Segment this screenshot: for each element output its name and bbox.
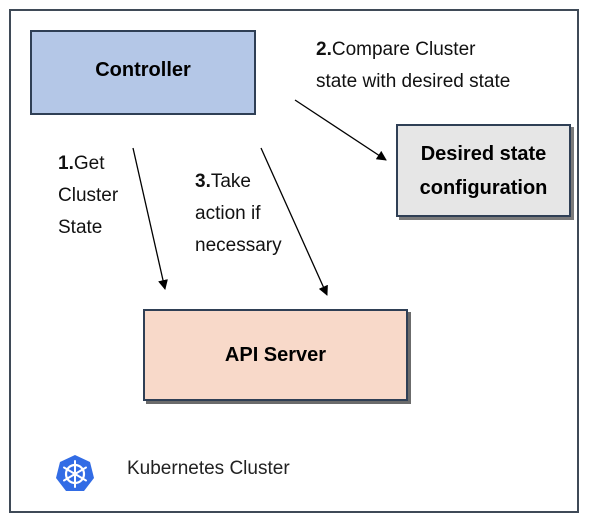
- step2-text-a: Compare Cluster: [331, 39, 476, 60]
- step3-label: 3.Take action if necessary: [195, 166, 315, 262]
- step1-number: 1.: [58, 153, 74, 174]
- arrow-get-cluster-state: [132, 147, 168, 290]
- step1-text-a: Get: [73, 153, 105, 174]
- step1-text-b: Cluster: [58, 185, 119, 206]
- step1-label: 1.Get Cluster State: [58, 148, 148, 244]
- controller-box: Controller: [30, 30, 256, 115]
- kubernetes-helm-icon: [56, 455, 94, 491]
- desired-state-box: Desired state configuration: [396, 124, 571, 217]
- step2-label: 2.Compare Cluster state with desired sta…: [316, 34, 576, 98]
- step2-number: 2.: [316, 39, 332, 60]
- api-server-label: API Server: [224, 343, 327, 366]
- arrow-take-action: [260, 147, 328, 296]
- desired-state-label-line2: configuration: [419, 176, 548, 199]
- step3-number: 3.: [195, 171, 211, 192]
- step1-text-c: State: [58, 217, 103, 238]
- step2-text-b: state with desired state: [316, 71, 511, 92]
- arrow-compare-state: [294, 99, 387, 161]
- controller-label: Controller: [95, 59, 191, 81]
- kubernetes-cluster-label: Kubernetes Cluster: [127, 458, 290, 479]
- desired-state-label-line1: Desired state: [420, 142, 547, 165]
- api-server-box: API Server: [143, 309, 408, 401]
- step3-text-c: necessary: [195, 235, 282, 256]
- step3-text-a: Take: [210, 171, 251, 192]
- step3-text-b: action if: [195, 203, 261, 224]
